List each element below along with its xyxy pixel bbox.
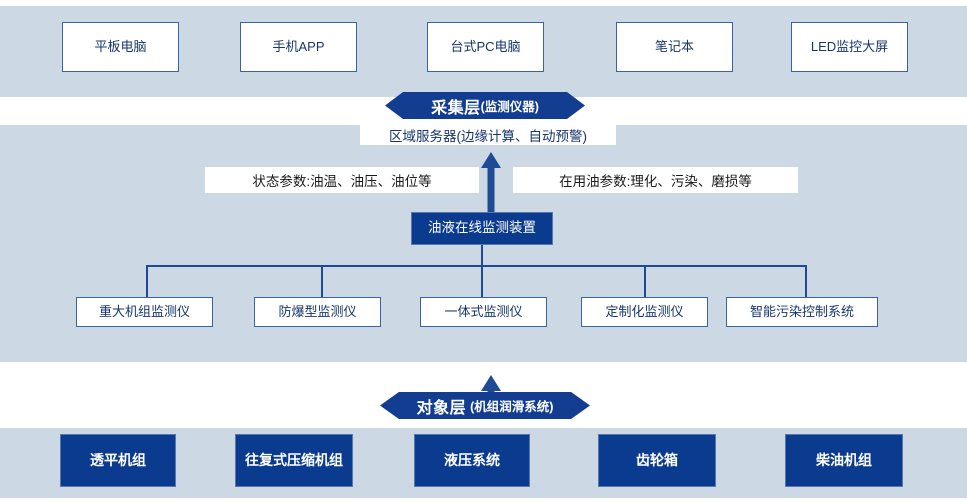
arrow-up-icon: [479, 152, 503, 212]
object-layer-title: 对象层: [416, 399, 467, 417]
connector-drop: [805, 265, 808, 299]
connector-drop: [644, 265, 647, 299]
regional-server-label: 区域服务器(边缘计算、自动预警): [360, 124, 616, 145]
oil-parameters-label: 在用油参数:理化、污染、磨损等: [513, 167, 798, 193]
state-parameters-label: 状态参数:油温、油压、油位等: [205, 167, 479, 193]
object-layer-banner: 对象层 (机组润滑系统): [380, 392, 590, 419]
connector-bus: [146, 265, 807, 268]
collection-layer-title: 采集层: [431, 99, 481, 117]
presentation-device-box[interactable]: 台式PC电脑: [427, 22, 544, 72]
instrument-box[interactable]: 防爆型监测仪: [254, 297, 381, 327]
connector-drop: [321, 265, 324, 299]
object-layer-subtitle: (机组润滑系统): [470, 400, 554, 414]
equipment-box[interactable]: 液压系统: [414, 434, 530, 487]
instrument-box[interactable]: 重大机组监测仪: [76, 297, 213, 327]
instrument-box[interactable]: 定制化监测仪: [581, 297, 708, 327]
equipment-box[interactable]: 齿轮箱: [598, 434, 716, 487]
presentation-device-box[interactable]: LED监控大屏: [791, 22, 908, 72]
equipment-box[interactable]: 柴油机组: [785, 434, 903, 487]
presentation-device-box[interactable]: 平板电脑: [62, 22, 179, 72]
equipment-box[interactable]: 透平机组: [60, 434, 176, 487]
connector-drop: [146, 265, 149, 299]
instrument-box[interactable]: 智能污染控制系统: [726, 297, 878, 327]
connector-stem: [481, 245, 484, 266]
presentation-device-box[interactable]: 手机APP: [240, 22, 357, 72]
online-oil-monitoring-device-box[interactable]: 油液在线监测装置: [411, 212, 553, 245]
instrument-box[interactable]: 一体式监测仪: [420, 297, 547, 327]
connector-drop: [481, 265, 484, 299]
collection-layer-subtitle: (监测仪器): [480, 100, 539, 114]
equipment-box[interactable]: 往复式压缩机组: [235, 434, 353, 487]
collection-layer-banner: 采集层 (监测仪器): [385, 92, 585, 119]
presentation-device-box[interactable]: 笔记本: [616, 22, 733, 72]
